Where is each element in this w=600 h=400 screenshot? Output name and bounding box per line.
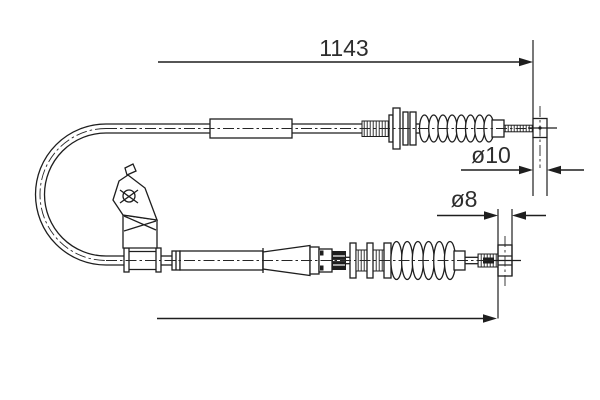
arrowhead-left-icon — [547, 165, 561, 175]
dimension-lower-diameter: ø8 — [437, 186, 546, 319]
dimension-overall-length: 1143 — [158, 35, 534, 118]
cable-u-bend — [34, 123, 107, 266]
dimension-lower-length — [157, 314, 497, 323]
center-mark-icon — [538, 126, 542, 130]
dimension-upper-diameter: ø10 — [461, 137, 584, 196]
arrowhead-right-icon — [484, 211, 498, 220]
mounting-bracket — [112, 163, 158, 249]
lower-diameter-label: ø8 — [451, 186, 478, 212]
arrowhead-left-icon — [512, 211, 526, 220]
arrowhead-right-icon — [519, 165, 533, 175]
bracket-tab — [124, 163, 137, 176]
cable-clamp — [123, 247, 162, 273]
upper-diameter-label: ø10 — [471, 142, 511, 168]
lower-cable — [106, 163, 521, 286]
arrowhead-right-icon — [519, 57, 533, 67]
mounting-hole-icon — [122, 189, 136, 203]
overall-length-label: 1143 — [319, 35, 368, 61]
centerlines — [39, 128, 533, 261]
arrowhead-right-icon — [483, 314, 497, 323]
